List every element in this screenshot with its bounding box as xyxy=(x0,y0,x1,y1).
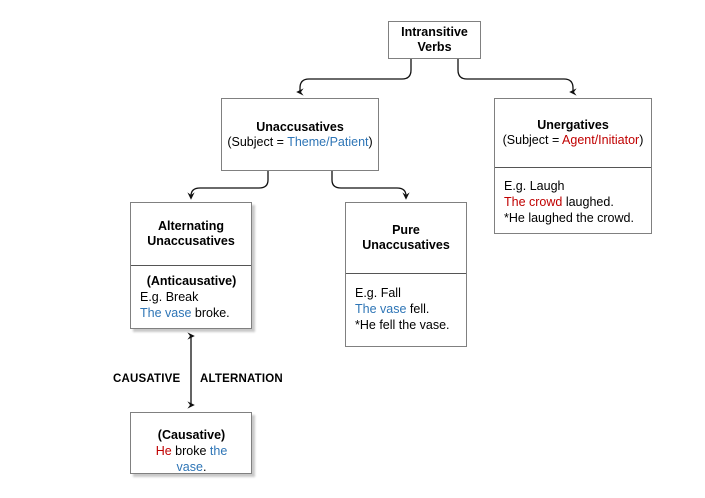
node-unergatives[interactable]: Unergatives (Subject = Agent/Initiator) … xyxy=(494,98,652,234)
node-pure-unaccusatives[interactable]: Pure Unaccusatives E.g. Fall The vase fe… xyxy=(345,202,467,347)
pure-ungrammatical-example: *He fell the vase. xyxy=(355,318,450,332)
node-alternating-unaccusatives-header: Alternating Unaccusatives xyxy=(131,203,251,265)
node-alternating-title-line1: Alternating xyxy=(158,219,224,233)
node-unaccusatives-subtitle: (Subject = Theme/Patient) xyxy=(227,135,372,150)
node-alternating-title-line2: Unaccusatives xyxy=(147,234,235,248)
node-intransitive-verbs-line2: Verbs xyxy=(417,40,452,54)
subtitle-suffix: ) xyxy=(639,133,644,147)
example-object-the-vase: the vase xyxy=(176,444,228,474)
edge-unaccusatives-to-alternating xyxy=(187,171,269,200)
subtitle-suffix: ) xyxy=(368,134,373,149)
node-pure-title-line1: Pure xyxy=(392,223,420,237)
node-intransitive-verbs[interactable]: Intransitive Verbs xyxy=(388,21,481,59)
causative-example: He broke the vase. xyxy=(140,443,243,475)
example-verb: broke xyxy=(171,444,210,458)
label-causative: CAUSATIVE xyxy=(113,373,181,385)
node-pure-examples: E.g. Fall The vase fell. *He fell the va… xyxy=(346,273,466,348)
node-unergatives-title: Unergatives xyxy=(537,118,609,132)
node-unergatives-header: Unergatives (Subject = Agent/Initiator) xyxy=(495,99,651,167)
example-subject-the-crowd: The crowd xyxy=(504,195,563,209)
subtitle-prefix: (Subject = xyxy=(227,134,288,149)
node-intransitive-verbs-header: Intransitive Verbs xyxy=(389,22,480,58)
pure-grammatical-example: The vase fell. xyxy=(355,301,458,317)
node-unergatives-subtitle: (Subject = Agent/Initiator) xyxy=(503,133,644,148)
pure-example-label: E.g. Fall xyxy=(355,286,401,300)
node-unaccusatives-header: Unaccusatives (Subject = Theme/Patient) xyxy=(222,99,378,170)
alternating-grammatical-example: The vase broke. xyxy=(140,305,243,321)
subtitle-prefix: (Subject = xyxy=(502,133,563,147)
edge-unaccusatives-to-pure xyxy=(331,171,410,200)
example-predicate: broke. xyxy=(191,306,230,320)
node-alternating-unaccusatives[interactable]: Alternating Unaccusatives (Anticausative… xyxy=(130,202,252,329)
causative-type-label: (Causative) xyxy=(157,428,226,442)
example-subject-the-vase: The vase xyxy=(140,306,192,320)
unergatives-grammatical-example: The crowd laughed. xyxy=(504,194,643,210)
edge-intransitive-to-unaccusatives xyxy=(296,59,412,96)
label-alternation: ALTERNATION xyxy=(200,373,283,385)
node-alternating-examples: (Anticausative) E.g. Break The vase brok… xyxy=(131,265,251,330)
unergatives-ungrammatical-example: *He laughed the crowd. xyxy=(504,211,634,225)
example-subject-he: He xyxy=(155,444,172,458)
alternating-type-label: (Anticausative) xyxy=(146,274,237,288)
example-predicate: fell. xyxy=(406,302,430,316)
example-period: . xyxy=(202,460,207,474)
example-subject-the-vase: The vase xyxy=(355,302,407,316)
node-pure-title-line2: Unaccusatives xyxy=(362,238,450,252)
edge-intransitive-to-unergatives xyxy=(457,59,577,96)
example-predicate: laughed. xyxy=(562,195,614,209)
node-causative[interactable]: (Causative) He broke the vase. xyxy=(130,412,252,474)
unergatives-example-label: E.g. Laugh xyxy=(504,179,565,193)
node-unaccusatives[interactable]: Unaccusatives (Subject = Theme/Patient) xyxy=(221,98,379,171)
node-unergatives-examples: E.g. Laugh The crowd laughed. *He laughe… xyxy=(495,167,651,235)
node-intransitive-verbs-line1: Intransitive xyxy=(401,25,468,39)
node-pure-unaccusatives-header: Pure Unaccusatives xyxy=(346,203,466,273)
node-causative-content: (Causative) He broke the vase. xyxy=(131,413,251,475)
alternating-example-label: E.g. Break xyxy=(140,290,199,304)
thematic-role-agent-initiator: Agent/Initiator xyxy=(562,133,640,147)
node-unaccusatives-title: Unaccusatives xyxy=(256,119,344,134)
thematic-role-theme-patient: Theme/Patient xyxy=(287,134,369,149)
